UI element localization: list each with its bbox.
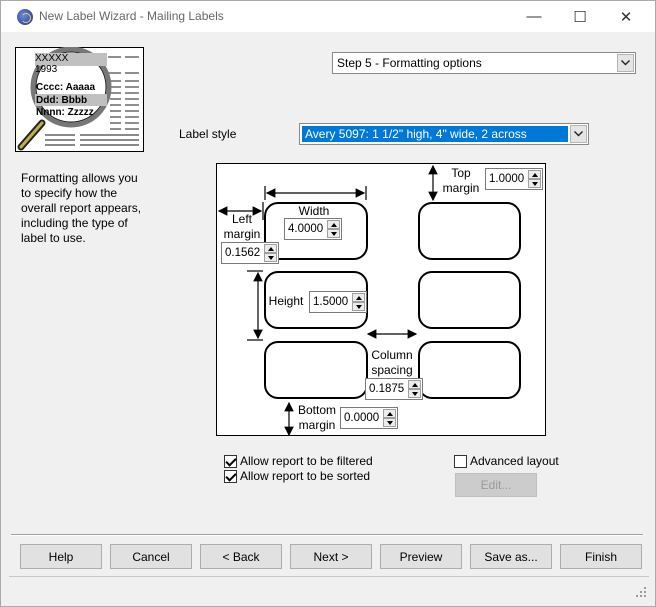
height-up-button[interactable]: [352, 293, 365, 302]
advanced-layout-label: Advanced layout: [470, 454, 559, 468]
column-spacing-label: Column spacing: [368, 348, 416, 378]
bottom-margin-label-line2: margin: [298, 418, 336, 432]
height-stepper[interactable]: 1.5000: [309, 291, 367, 313]
cancel-button[interactable]: Cancel: [110, 544, 192, 569]
top-margin-value: 1.0000: [489, 173, 525, 185]
edit-button[interactable]: Edit...: [455, 473, 537, 497]
left-margin-label-line1: Left: [231, 212, 252, 226]
chevron-down-icon: [621, 60, 630, 66]
height-value: 1.5000: [313, 296, 349, 308]
height-label: Height: [266, 294, 306, 309]
column-spacing-label-line2: spacing: [371, 363, 413, 377]
app-icon: [17, 9, 33, 25]
column-spacing-down-button[interactable]: [408, 389, 421, 398]
illustration-line-1: XXXXX: [35, 53, 69, 64]
bottom-margin-label: Bottom margin: [294, 403, 340, 433]
minimize-button[interactable]: —: [526, 8, 542, 25]
left-margin-label: Left margin: [219, 212, 265, 242]
label-box: [418, 202, 521, 260]
label-style-label: Label style: [179, 127, 237, 141]
top-margin-label: Top margin: [439, 166, 483, 196]
bottom-margin-stepper[interactable]: 0.0000: [340, 407, 398, 429]
column-spacing-label-line1: Column: [371, 348, 413, 362]
width-label: Width: [297, 204, 331, 219]
advanced-layout-checkbox-box[interactable]: [454, 454, 467, 468]
left-margin-up-button[interactable]: [264, 244, 277, 253]
window-title: New Label Wizard - Mailing Labels: [39, 9, 224, 23]
back-button[interactable]: < Back: [200, 544, 282, 569]
wizard-description: Formatting allows you to specify how the…: [21, 171, 142, 245]
step-select-value: Step 5 - Formatting options: [337, 56, 482, 70]
label-box: [264, 341, 368, 399]
label-style-dropdown-button[interactable]: [570, 125, 587, 143]
top-margin-label-line1: Top: [451, 166, 471, 180]
top-margin-down-button[interactable]: [528, 179, 541, 188]
column-spacing-value: 0.1875: [369, 383, 405, 395]
label-box: [418, 341, 521, 399]
resize-grip-icon[interactable]: [635, 586, 647, 598]
top-margin-up-button[interactable]: [528, 170, 541, 179]
step-select[interactable]: Step 5 - Formatting options: [332, 52, 636, 74]
top-margin-label-line2: margin: [442, 181, 480, 195]
left-margin-stepper[interactable]: 0.1562: [221, 242, 279, 264]
status-bar: [9, 576, 649, 600]
allow-filtered-checkbox-box[interactable]: [224, 454, 237, 468]
allow-sorted-checkbox[interactable]: Allow report to be sorted: [224, 469, 370, 483]
next-button[interactable]: Next >: [290, 544, 372, 569]
preview-button[interactable]: Preview: [380, 544, 462, 569]
label-style-select[interactable]: Avery 5097: 1 1/2" high, 4" wide, 2 acro…: [299, 123, 589, 145]
bottom-margin-value: 0.0000: [344, 412, 380, 424]
dimension-arrows: [217, 164, 438, 437]
maximize-button[interactable]: ☐: [573, 8, 587, 26]
width-stepper[interactable]: 4.0000: [284, 218, 342, 240]
finish-button[interactable]: Finish: [560, 544, 642, 569]
advanced-layout-checkbox[interactable]: Advanced layout: [454, 454, 559, 468]
label-style-value: Avery 5097: 1 1/2" high, 4" wide, 2 acro…: [302, 126, 568, 142]
label-layout-preview: Top margin 1.0000 Width 4.0000 Left marg…: [216, 163, 546, 437]
allow-sorted-label: Allow report to be sorted: [240, 469, 371, 483]
help-button[interactable]: Help: [20, 544, 102, 569]
illustration-line-2: 1993: [35, 64, 58, 75]
close-button[interactable]: ✕: [619, 8, 633, 26]
save-as-button[interactable]: Save as...: [470, 544, 552, 569]
column-spacing-up-button[interactable]: [408, 380, 421, 389]
allow-sorted-checkbox-box[interactable]: [224, 469, 237, 483]
left-margin-down-button[interactable]: [264, 253, 277, 262]
chevron-down-icon: [574, 131, 583, 137]
report-magnifier-illustration: XXXXX 1993 Cccc: Aaaaa Ddd: Bbbb Nnnn: Z…: [15, 46, 145, 153]
height-down-button[interactable]: [352, 302, 365, 311]
illustration-line-5: Nnnn: Zzzzz: [36, 107, 94, 118]
bottom-margin-up-button[interactable]: [383, 409, 396, 418]
column-spacing-stepper[interactable]: 0.1875: [365, 378, 423, 400]
illustration-line-3: Cccc: Aaaaa: [36, 82, 96, 93]
left-margin-label-line2: margin: [223, 227, 261, 241]
width-value: 4.0000: [288, 223, 324, 235]
left-margin-value: 0.1562: [225, 247, 261, 259]
footer-separator: [11, 534, 643, 536]
title-bar: New Label Wizard - Mailing Labels — ☐ ✕: [1, 1, 655, 32]
allow-filtered-checkbox[interactable]: Allow report to be filtered: [224, 454, 373, 468]
width-down-button[interactable]: [327, 229, 340, 238]
width-up-button[interactable]: [327, 220, 340, 229]
step-select-dropdown-button[interactable]: [617, 54, 634, 72]
illustration-line-4: Ddd: Bbbb: [36, 95, 88, 106]
allow-filtered-label: Allow report to be filtered: [240, 454, 373, 468]
report-page-icon: [15, 46, 144, 152]
bottom-margin-down-button[interactable]: [383, 418, 396, 427]
label-box: [418, 271, 521, 329]
top-margin-stepper[interactable]: 1.0000: [485, 168, 543, 190]
bottom-margin-label-line1: Bottom: [297, 403, 336, 417]
